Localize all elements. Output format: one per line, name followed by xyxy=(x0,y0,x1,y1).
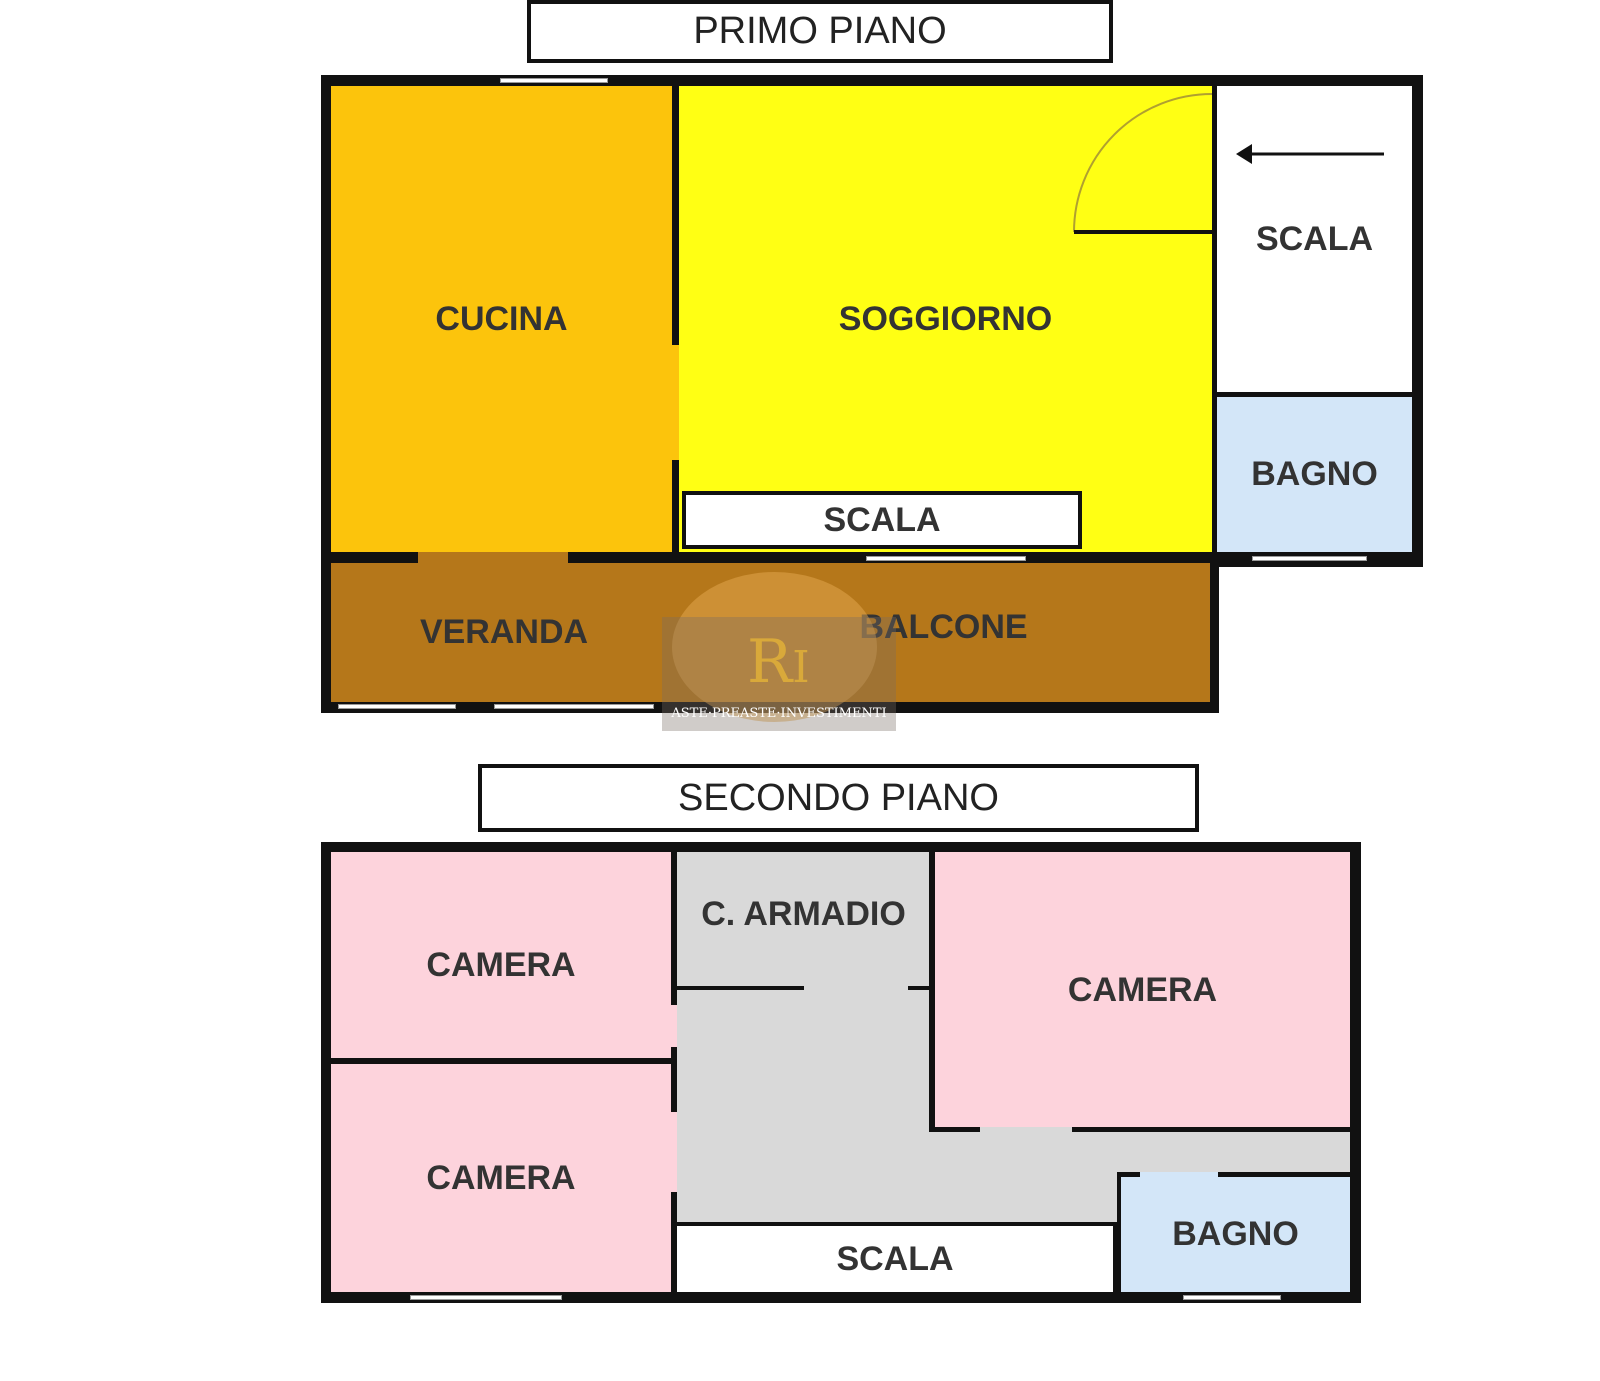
room-label: VERANDA xyxy=(419,613,589,651)
room-scala-right: SCALA xyxy=(1217,86,1412,392)
wall xyxy=(929,1127,1350,1132)
room-label: SCALA xyxy=(836,1239,954,1278)
room-camera-bottom-left: CAMERA xyxy=(331,1064,671,1292)
door-swing-icon xyxy=(1073,93,1384,234)
door-opening xyxy=(672,345,679,460)
room-soggiorno: SOGGIORNO xyxy=(679,86,1212,552)
room-scala: SCALA xyxy=(677,1222,1117,1292)
window xyxy=(1183,1295,1281,1300)
room-veranda: VERANDA xyxy=(331,563,677,702)
floor-title-primo: PRIMO PIANO xyxy=(527,0,1113,63)
window xyxy=(338,704,456,709)
watermark-text: ASTE·PREASTE·INVESTIMENTI xyxy=(671,706,887,721)
door-opening xyxy=(670,1112,677,1192)
room-label: BAGNO xyxy=(1172,1215,1299,1253)
room-label: CAMERA xyxy=(426,1158,576,1197)
door-opening xyxy=(804,985,908,991)
window xyxy=(1252,556,1367,561)
room-label: CAMERA xyxy=(426,945,576,984)
room-bagno: BAGNO xyxy=(1117,1172,1350,1292)
room-label: BALCONE xyxy=(859,608,1028,646)
room-label: SCALA xyxy=(1255,219,1374,258)
logo: RI xyxy=(747,627,810,697)
room-armadio: C. ARMADIO xyxy=(677,852,930,990)
door-opening xyxy=(1140,1172,1218,1177)
window xyxy=(410,1295,562,1300)
door-opening xyxy=(980,1127,1072,1132)
door-opening xyxy=(418,552,568,563)
wall xyxy=(929,852,935,1132)
title-text: SECONDO PIANO xyxy=(678,776,999,819)
title-text: PRIMO PIANO xyxy=(693,10,947,52)
room-label: SOGGIORNO xyxy=(838,299,1053,338)
window xyxy=(494,704,654,709)
room-label: BAGNO xyxy=(1251,455,1378,493)
room-bagno: BAGNO xyxy=(1217,397,1412,552)
room-cucina: CUCINA xyxy=(331,86,672,552)
watermark: RI ASTE·PREASTE·INVESTIMENTI xyxy=(662,572,896,731)
room-label: CUCINA xyxy=(435,299,568,338)
room-label: CAMERA xyxy=(1067,970,1218,1009)
room-camera-right: CAMERA xyxy=(935,852,1350,1128)
floor-title-secondo: SECONDO PIANO xyxy=(478,764,1199,832)
window xyxy=(866,556,1026,561)
room-label: SCALA xyxy=(823,500,941,539)
door-opening xyxy=(670,1005,677,1047)
room-scala-inner: SCALA xyxy=(682,491,1082,549)
window xyxy=(500,78,608,83)
room-camera-top-left: CAMERA xyxy=(331,852,671,1058)
room-label: C. ARMADIO xyxy=(701,894,906,933)
